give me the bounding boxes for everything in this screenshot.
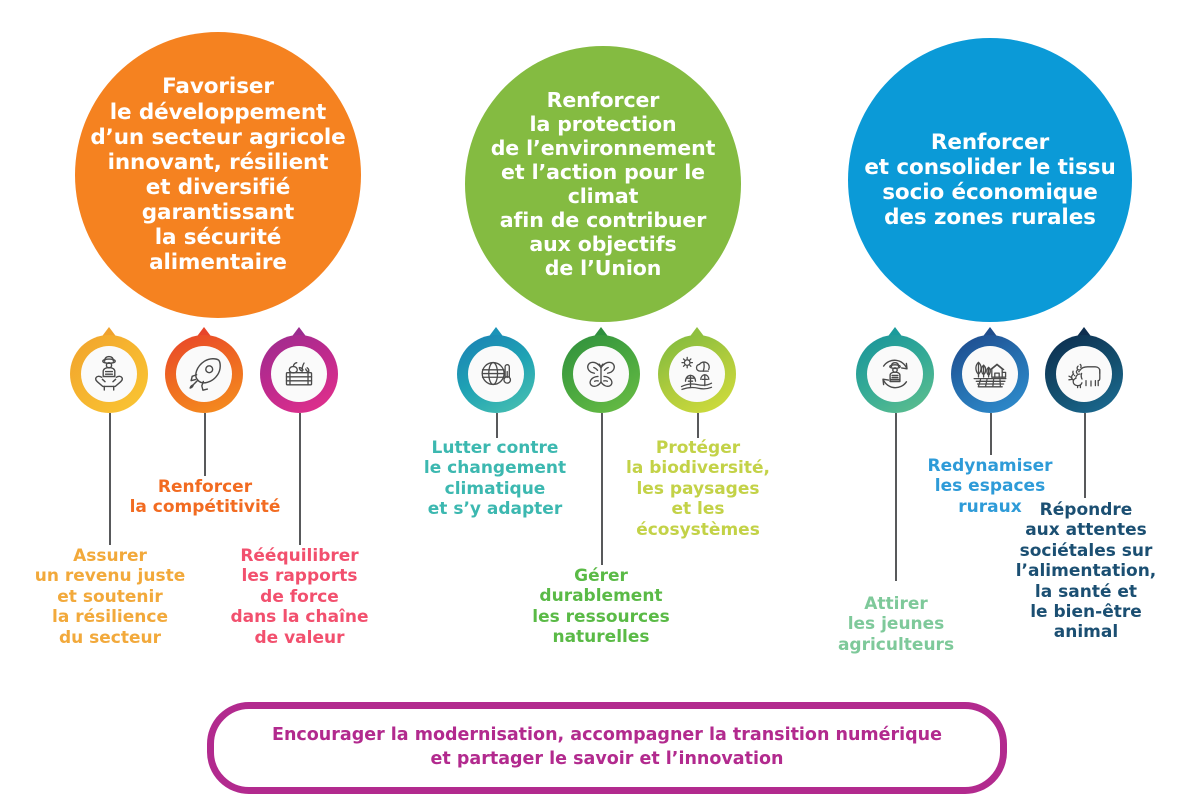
landscape-sun-trees-icon: [677, 354, 717, 394]
farm-buildings-fields-icon: [970, 354, 1010, 394]
objective-badge-9[interactable]: [1045, 327, 1123, 413]
objective-badge-2[interactable]: [165, 327, 243, 413]
objective-badge-7[interactable]: [856, 327, 934, 413]
objective-badge-6[interactable]: [658, 327, 736, 413]
goal-circle-environment-text: Renforcer la protection de l’environneme…: [490, 88, 716, 280]
butterfly-icon: [582, 355, 620, 393]
goal-circle-environment: Renforcer la protection de l’environneme…: [465, 46, 741, 322]
objective-badge-4[interactable]: [457, 327, 535, 413]
badge-inner: [669, 346, 725, 402]
globe-thermometer-icon: [477, 355, 515, 393]
goal-circle-rural-text: Renforcer et consolider le tissu socio é…: [864, 129, 1116, 231]
young-farmer-renewal-icon: [875, 354, 915, 394]
objective-badge-3[interactable]: [260, 327, 338, 413]
badge-inner: [573, 346, 629, 402]
produce-crate-icon: [280, 355, 318, 393]
objective-label-8: Redynamiser les espaces ruraux: [927, 456, 1053, 517]
objective-label-2: Renforcer la compétitivité: [129, 477, 281, 518]
badge-inner: [962, 346, 1018, 402]
objective-label-7: Attirer les jeunes agriculteurs: [837, 594, 955, 655]
objective-label-1: Assurer un revenu juste et soutenir la r…: [34, 546, 186, 648]
farmer-in-hands-icon: [89, 354, 129, 394]
rocket-icon: [185, 355, 223, 393]
objective-label-4: Lutter contre le changement climatique e…: [423, 438, 567, 520]
connector-stem-1: [109, 413, 111, 545]
livestock-animals-icon: [1064, 354, 1104, 394]
connector-stem-9: [1084, 413, 1086, 498]
badge-inner: [468, 346, 524, 402]
objective-label-6: Protéger la biodiversité, les paysages e…: [626, 438, 770, 540]
goal-circle-rural: Renforcer et consolider le tissu socio é…: [848, 38, 1132, 322]
goal-circle-economic: Favoriser le développement d’un secteur …: [75, 32, 361, 318]
connector-stem-7: [895, 413, 897, 581]
connector-stem-5: [601, 413, 603, 565]
goal-circle-economic-text: Favoriser le développement d’un secteur …: [90, 74, 346, 276]
connector-stem-4: [496, 413, 498, 438]
bottom-banner-text: Encourager la modernisation, accompagner…: [271, 725, 943, 769]
objective-badge-5[interactable]: [562, 327, 640, 413]
objective-label-5: Gérer durablement les ressources naturel…: [532, 566, 670, 648]
badge-inner: [271, 346, 327, 402]
badge-inner: [1056, 346, 1112, 402]
objective-badge-1[interactable]: [70, 327, 148, 413]
objective-label-3: Rééquilibrer les rapports de force dans …: [230, 546, 369, 648]
connector-stem-8: [990, 413, 992, 455]
connector-stem-6: [697, 413, 699, 438]
connector-stem-2: [204, 413, 206, 476]
objective-label-9: Répondre aux attentes sociétales sur l’a…: [1015, 500, 1157, 643]
bottom-banner: Encourager la modernisation, accompagner…: [207, 702, 1007, 794]
badge-inner: [81, 346, 137, 402]
connector-stem-3: [299, 413, 301, 545]
badge-inner: [867, 346, 923, 402]
badge-inner: [176, 346, 232, 402]
objective-badge-8[interactable]: [951, 327, 1029, 413]
